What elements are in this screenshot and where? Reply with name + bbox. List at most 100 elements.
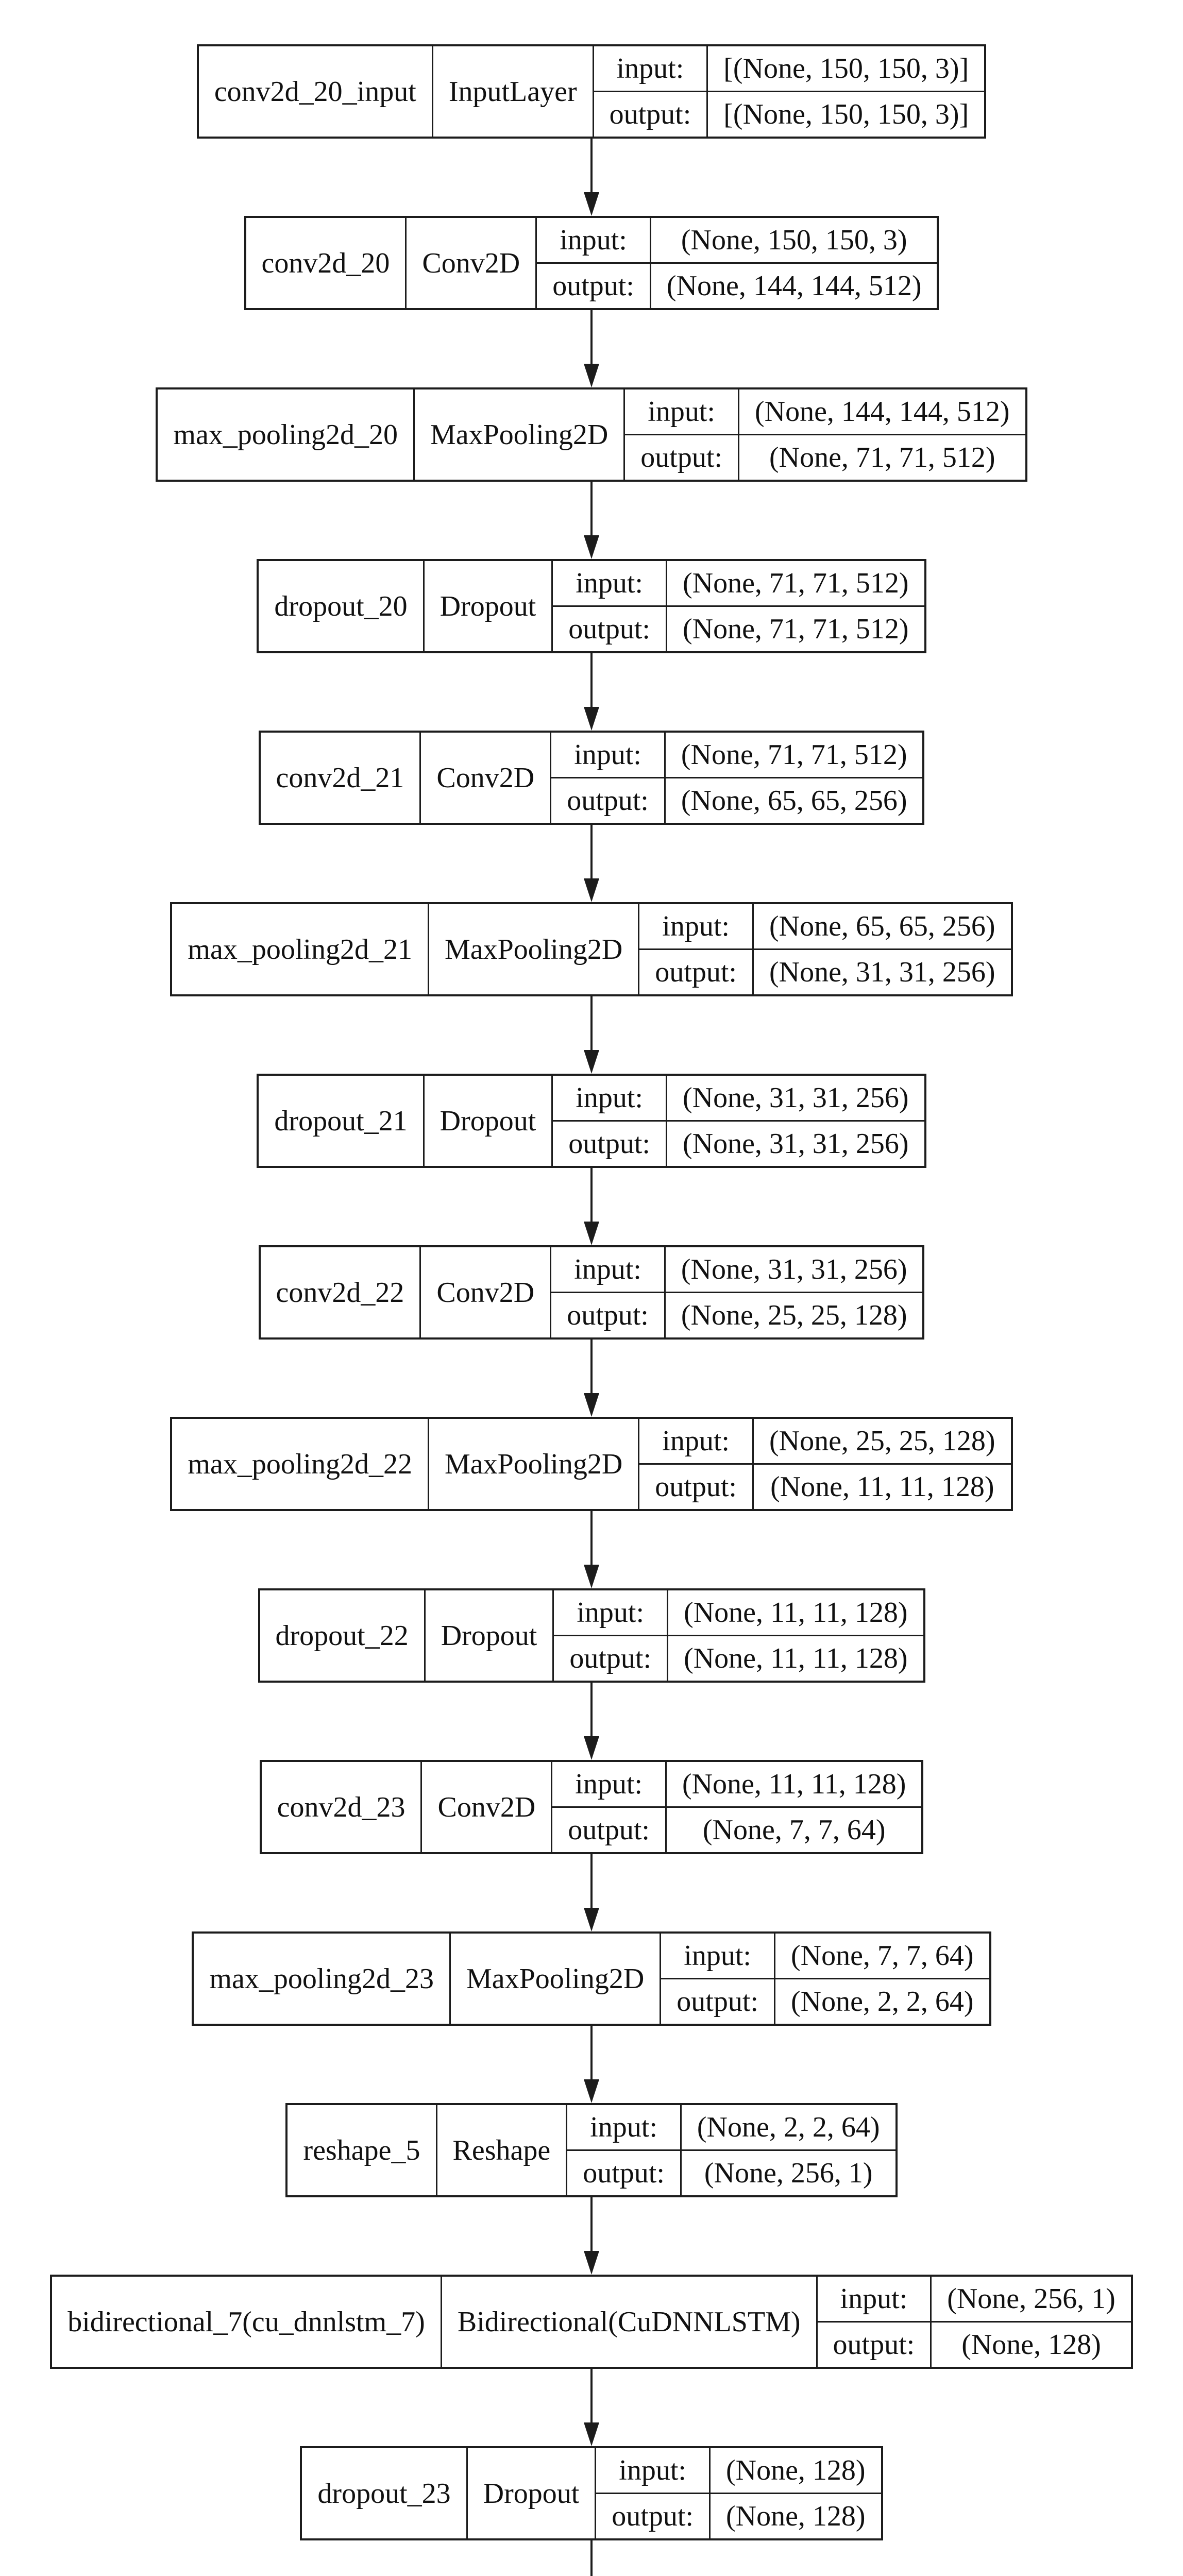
layer-type-cell: Conv2D bbox=[421, 1247, 552, 1337]
output-shape-value: (None, 31, 31, 256) bbox=[769, 956, 995, 988]
output-shape-value: (None, 31, 31, 256) bbox=[682, 1128, 909, 1160]
arrow-head-icon bbox=[584, 1908, 599, 1931]
layer-name-cell: bidirectional_7(cu_dnnlstm_7) bbox=[52, 2277, 442, 2367]
input-label: input: bbox=[551, 1247, 666, 1293]
arrow-down-connector bbox=[580, 2369, 603, 2446]
arrow-head-icon bbox=[584, 878, 599, 902]
layer-node: dropout_22 Dropout input: (None, 11, 11,… bbox=[258, 1588, 925, 1683]
arrow-head-icon bbox=[584, 1565, 599, 1588]
arrow-head-icon bbox=[584, 707, 599, 731]
output-label: output: bbox=[552, 1808, 667, 1852]
input-label: input: bbox=[639, 1419, 754, 1465]
input-shape-value: (None, 31, 31, 256) bbox=[667, 1076, 924, 1122]
arrow-head-icon bbox=[584, 535, 599, 559]
input-label: input: bbox=[567, 2105, 682, 2151]
input-shape-value: (None, 71, 71, 512) bbox=[667, 561, 924, 607]
arrow-down-connector bbox=[580, 2197, 603, 2275]
arrow-line bbox=[590, 1340, 593, 1395]
layer-name-cell: dropout_22 bbox=[260, 1590, 426, 1681]
layer-type-cell: MaxPooling2D bbox=[451, 1934, 662, 2024]
arrow-head-icon bbox=[584, 2422, 599, 2446]
input-label: input: bbox=[551, 733, 666, 778]
input-label: input: bbox=[596, 2448, 711, 2494]
output-shape-value: (None, 11, 11, 128) bbox=[684, 1642, 908, 1674]
arrow-down-connector bbox=[580, 825, 603, 902]
layer-name-cell: dropout_21 bbox=[259, 1076, 425, 1166]
output-shape-value: (None, 2, 2, 64) bbox=[790, 1986, 974, 2018]
layer-type-cell: Conv2D bbox=[421, 733, 552, 823]
input-label: input: bbox=[817, 2277, 932, 2323]
arrow-down-connector bbox=[580, 310, 603, 387]
input-label: input: bbox=[639, 904, 754, 950]
output-shape-value: (None, 7, 7, 64) bbox=[702, 1814, 886, 1846]
layer-node: max_pooling2d_22 MaxPooling2D input: (No… bbox=[170, 1417, 1013, 1511]
layer-node: conv2d_21 Conv2D input: (None, 71, 71, 5… bbox=[258, 731, 925, 825]
layer-name-cell: conv2d_23 bbox=[262, 1762, 422, 1852]
layer-name-cell: max_pooling2d_21 bbox=[172, 904, 429, 994]
layer-type-cell: Dropout bbox=[425, 1076, 553, 1166]
arrow-down-connector bbox=[580, 1854, 603, 1931]
layer-type-cell: Dropout bbox=[468, 2448, 597, 2538]
output-shape-value: (None, 128) bbox=[725, 2500, 866, 2532]
output-shape-value: (None, 71, 71, 512) bbox=[682, 613, 909, 645]
input-shape-value: (None, 11, 11, 128) bbox=[668, 1590, 923, 1636]
output-shape-value: (None, 71, 71, 512) bbox=[769, 442, 995, 473]
input-shape-value: (None, 150, 150, 3) bbox=[651, 218, 937, 264]
output-shape-value: (None, 128) bbox=[961, 2329, 1101, 2361]
layer-node: dropout_23 Dropout input: (None, 128) ou… bbox=[300, 2446, 883, 2540]
arrow-down-connector bbox=[580, 1683, 603, 1760]
arrow-down-connector bbox=[580, 482, 603, 559]
arrow-down-connector bbox=[580, 1168, 603, 1245]
output-shape-value: (None, 256, 1) bbox=[704, 2157, 873, 2189]
output-shape-value: [(None, 150, 150, 3)] bbox=[723, 98, 969, 130]
output-label: output: bbox=[625, 435, 739, 480]
layer-type-cell: Reshape bbox=[437, 2105, 568, 2195]
arrow-line bbox=[590, 139, 593, 194]
layer-name-cell: max_pooling2d_22 bbox=[172, 1419, 429, 1509]
input-shape-value: (None, 128) bbox=[710, 2448, 881, 2494]
layer-name-cell: conv2d_20_input bbox=[199, 46, 433, 137]
input-shape-value: (None, 2, 2, 64) bbox=[681, 2105, 895, 2151]
layer-node: dropout_20 Dropout input: (None, 71, 71,… bbox=[257, 559, 926, 653]
arrow-line bbox=[590, 825, 593, 880]
output-label: output: bbox=[537, 264, 651, 308]
input-label: input: bbox=[553, 561, 667, 607]
layer-type-cell: Bidirectional(CuDNNLSTM) bbox=[442, 2277, 818, 2367]
input-shape-value: (None, 71, 71, 512) bbox=[665, 733, 923, 778]
input-shape-value: (None, 11, 11, 128) bbox=[666, 1762, 922, 1808]
arrow-line bbox=[590, 2369, 593, 2425]
arrow-head-icon bbox=[584, 1050, 599, 1074]
layer-type-cell: InputLayer bbox=[433, 46, 594, 137]
input-label: input: bbox=[553, 1076, 667, 1122]
layer-node: conv2d_20 Conv2D input: (None, 150, 150,… bbox=[244, 216, 939, 310]
layer-type-cell: MaxPooling2D bbox=[429, 1419, 640, 1509]
layer-node: max_pooling2d_21 MaxPooling2D input: (No… bbox=[170, 902, 1013, 996]
output-label: output: bbox=[596, 2494, 711, 2538]
output-shape-value: (None, 25, 25, 128) bbox=[681, 1299, 907, 1331]
input-shape-value: (None, 65, 65, 256) bbox=[753, 904, 1011, 950]
layer-node: max_pooling2d_23 MaxPooling2D input: (No… bbox=[192, 1931, 991, 2026]
input-label: input: bbox=[552, 1762, 667, 1808]
layer-type-cell: Dropout bbox=[425, 561, 553, 651]
layer-type-cell: MaxPooling2D bbox=[415, 389, 626, 480]
arrow-line bbox=[590, 482, 593, 537]
arrow-line bbox=[590, 1511, 593, 1567]
layer-node: max_pooling2d_20 MaxPooling2D input: (No… bbox=[156, 387, 1027, 482]
input-shape-value: (None, 7, 7, 64) bbox=[775, 1934, 989, 1979]
arrow-head-icon bbox=[584, 2251, 599, 2275]
layer-node: conv2d_22 Conv2D input: (None, 31, 31, 2… bbox=[258, 1245, 925, 1340]
arrow-head-icon bbox=[584, 2079, 599, 2103]
output-label: output: bbox=[639, 950, 754, 994]
arrow-head-icon bbox=[584, 364, 599, 387]
arrow-down-connector bbox=[580, 1340, 603, 1417]
input-shape-value: (None, 31, 31, 256) bbox=[665, 1247, 923, 1293]
arrow-head-icon bbox=[584, 1393, 599, 1417]
layer-type-cell: Dropout bbox=[426, 1590, 554, 1681]
arrow-down-connector bbox=[580, 653, 603, 731]
input-shape-value: (None, 256, 1) bbox=[932, 2277, 1131, 2323]
input-label: input: bbox=[594, 46, 708, 92]
layer-node: reshape_5 Reshape input: (None, 2, 2, 64… bbox=[285, 2103, 898, 2197]
output-label: output: bbox=[639, 1465, 754, 1509]
output-shape-value: (None, 11, 11, 128) bbox=[770, 1471, 994, 1503]
